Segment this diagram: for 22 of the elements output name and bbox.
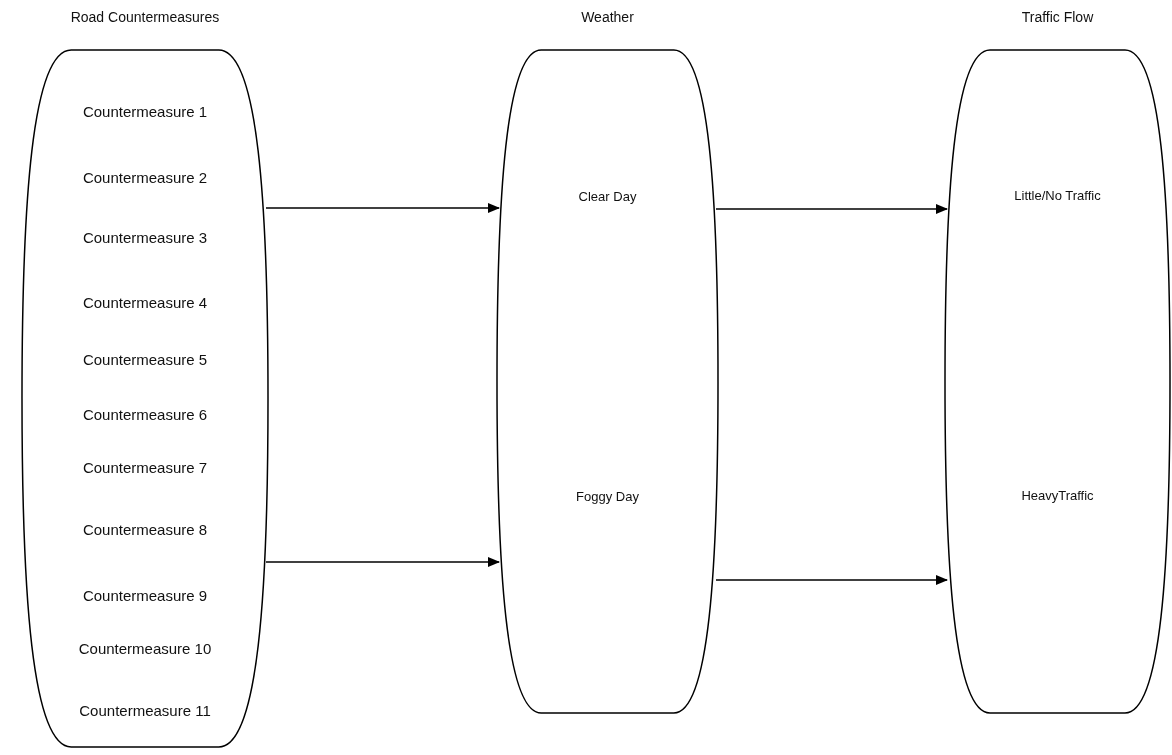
arrow [265,557,500,567]
item-label: Countermeasure 1 [82,103,208,121]
item-label: Countermeasure 6 [82,406,208,424]
item-label: Clear Day [578,188,637,206]
item-label: Countermeasure 11 [79,702,211,720]
column-heading: Road Countermeasures [69,8,221,26]
item-label: Countermeasure 7 [82,459,208,477]
item-label: HeavyTraffic [1021,487,1094,505]
item-label: Countermeasure 5 [82,351,208,369]
column-heading: Weather [580,8,635,26]
item-label: Countermeasure 4 [82,294,208,312]
column-heading: Traffic Flow [1020,8,1095,26]
arrow [715,575,948,585]
item-label: Countermeasure 8 [82,521,208,539]
item-label: Countermeasure 10 [78,640,212,658]
item-label: Little/No Traffic [1014,187,1101,205]
item-label: Countermeasure 2 [82,169,208,187]
arrow [715,204,948,214]
item-label: Foggy Day [576,488,639,506]
item-label: Countermeasure 3 [82,229,208,247]
arrow [265,203,500,213]
item-label: Countermeasure 9 [82,587,208,605]
